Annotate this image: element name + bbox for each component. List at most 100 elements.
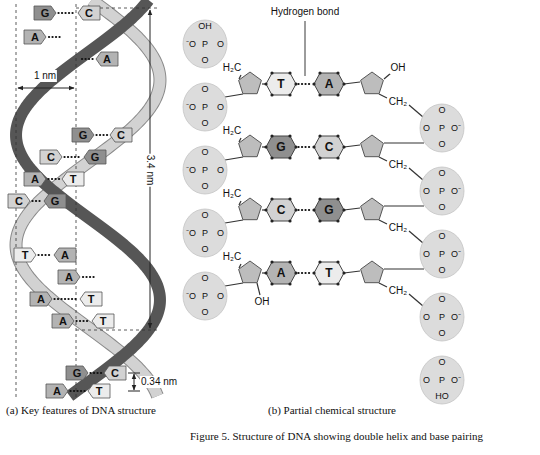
- base-ring: [314, 199, 344, 221]
- atom-label: ⁻O: [186, 165, 196, 176]
- base-letter: C: [15, 194, 23, 208]
- nucleotide-base: T: [80, 292, 102, 306]
- base-letter: A: [53, 384, 61, 398]
- atom-label: O: [217, 291, 224, 302]
- atom-label: P: [202, 228, 208, 239]
- nucleotide-base: C: [8, 194, 30, 208]
- base-letter: G: [51, 194, 60, 208]
- group-label: H₂C: [222, 125, 242, 137]
- atom-label: O: [201, 147, 208, 158]
- ring-atom: [270, 156, 273, 159]
- nitrogenous-base: A: [266, 262, 296, 284]
- leader-line: [305, 21, 306, 76]
- phosphate-outline: [420, 356, 464, 404]
- base-letter: A: [59, 314, 67, 328]
- base-letter: C: [47, 150, 55, 164]
- base-outline: [84, 150, 106, 164]
- phosphate-group: OOPO⁻O: [420, 293, 464, 341]
- bond-line: [344, 145, 360, 147]
- base-outline: [52, 314, 74, 328]
- ring-atom: [264, 208, 267, 211]
- atom-label: O: [438, 202, 445, 213]
- base-letter: C: [85, 6, 93, 20]
- bond-line: [379, 157, 387, 161]
- deoxyribose-sugar: [361, 198, 384, 220]
- base-outline: [40, 150, 62, 164]
- deoxyribose-sugar: [361, 72, 384, 94]
- bond-line: [384, 205, 424, 206]
- ring-atom: [336, 93, 339, 96]
- ring-atom: [270, 134, 273, 137]
- base-outline: [92, 314, 114, 328]
- nucleotide-base: C: [104, 366, 126, 380]
- nucleotide-base: A: [96, 52, 118, 66]
- ring-atom: [288, 93, 291, 96]
- ring-atom: [318, 156, 321, 159]
- ring-atom: [288, 156, 291, 159]
- hydrogen-bond: [299, 272, 312, 274]
- atom-label: HO: [435, 391, 449, 402]
- phosphate-group: OH⁻OPOO: [183, 20, 227, 68]
- group-label: CH₂: [388, 222, 408, 234]
- nucleotide-base: G: [72, 128, 94, 142]
- ring-atom: [288, 134, 291, 137]
- bond-line: [225, 220, 243, 223]
- base-letter: A: [61, 248, 69, 262]
- nucleotide-base: G: [84, 150, 106, 164]
- base-letter: T: [96, 384, 103, 398]
- atom-label: O: [201, 210, 208, 221]
- base-outline: [104, 366, 126, 380]
- atom-label: O: [438, 105, 445, 116]
- nucleotide-base: C: [78, 6, 100, 20]
- base-outline: [46, 384, 68, 398]
- base-letter: T: [88, 292, 95, 306]
- ring-atom: [270, 260, 273, 263]
- phosphate-group: O⁻OPOO: [183, 146, 227, 194]
- base-letter: G: [41, 6, 50, 20]
- base-outline: [96, 52, 118, 66]
- bond-line: [384, 142, 424, 143]
- dimension-label: 3.4 nm: [144, 154, 156, 187]
- nucleotide-base: A: [24, 30, 46, 44]
- bond-line: [379, 94, 387, 98]
- atom-label: P: [439, 249, 445, 260]
- ring-atom: [270, 93, 273, 96]
- dimension-label: 1 nm: [33, 70, 57, 82]
- atom-label: O: [201, 181, 208, 192]
- phosphate-group: OOPO⁻O: [420, 167, 464, 215]
- nucleotide-base: A: [54, 248, 76, 262]
- ring-atom: [318, 71, 321, 74]
- hydrogen-bond-stub: [49, 36, 61, 38]
- nitrogenous-base: T: [266, 73, 296, 95]
- ring-atom: [312, 145, 315, 148]
- nucleotide-base: C: [110, 128, 132, 142]
- base-letter: T: [100, 314, 107, 328]
- atom-label: P: [202, 39, 208, 50]
- atom-label: OH: [198, 21, 212, 32]
- atom-label: ⁻O: [186, 39, 196, 50]
- sugar-phosphate-backbone: [225, 72, 424, 306]
- nitrogenous-base: A: [314, 73, 344, 95]
- atom-label: O: [438, 168, 445, 179]
- hydrogen-bond: [91, 372, 102, 374]
- group-label: H₂C: [222, 62, 242, 74]
- ring-atom: [288, 260, 291, 263]
- ring-atom: [342, 145, 345, 148]
- group-label: H₂C: [222, 188, 242, 200]
- group-label: CH₂: [388, 159, 408, 171]
- phosphate-group: O⁻OPOO: [183, 209, 227, 257]
- ring-atom: [342, 271, 345, 274]
- base-outline: [58, 270, 80, 284]
- hydrogen-bond: [299, 209, 312, 211]
- ring-atom: [342, 208, 345, 211]
- hydrogen-bond: [55, 298, 78, 300]
- base-letter: A: [325, 77, 334, 91]
- base-outline: [80, 292, 102, 306]
- base-letter: G: [324, 203, 333, 217]
- ring-atom: [288, 197, 291, 200]
- phosphate-group: OOPO⁻O: [420, 104, 464, 152]
- ring-atom: [318, 282, 321, 285]
- ring-atom: [312, 271, 315, 274]
- phosphate-outline: [420, 293, 464, 341]
- phosphate-group: O⁻OPOO: [183, 272, 227, 320]
